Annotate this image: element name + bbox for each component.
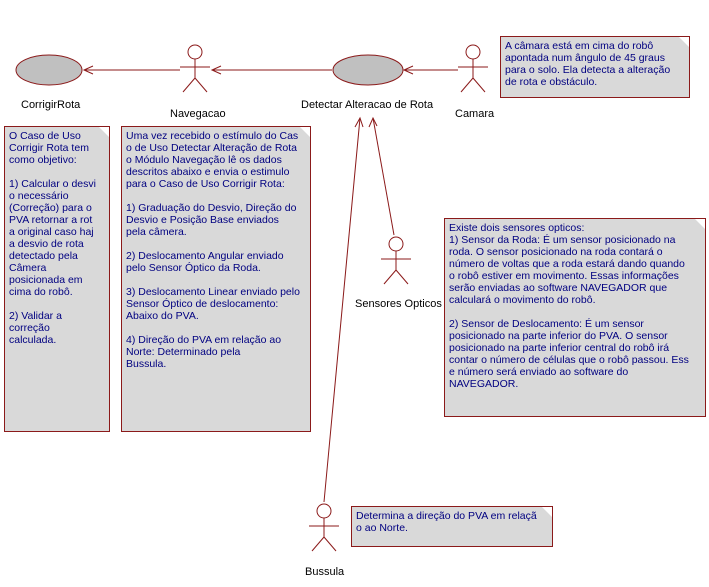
note-navegacao-text: Uma vez recebido o estímulo do Cas o de … bbox=[126, 130, 300, 370]
use-case-label-corrigir-rota: CorrigirRota bbox=[21, 99, 81, 111]
actor-sensores-opticos[interactable] bbox=[381, 236, 411, 285]
use-case-corrigir-rota[interactable] bbox=[15, 54, 83, 86]
note-corrigir-rota: O Caso de Uso Corrigir Rota tem como obj… bbox=[4, 126, 110, 432]
arrowhead-icon bbox=[368, 116, 378, 128]
note-sensores: Existe dois sensores opticos: 1) Sensor … bbox=[444, 218, 706, 417]
actor-label-sensores-opticos: Sensores Opticos bbox=[355, 298, 442, 310]
note-corrigir-rota-text: O Caso de Uso Corrigir Rota tem como obj… bbox=[9, 130, 96, 346]
note-sensores-text: Existe dois sensores opticos: 1) Sensor … bbox=[449, 222, 689, 390]
actor-navegacao[interactable] bbox=[180, 44, 210, 93]
note-camara-text: A câmara está em cima do robô apontada n… bbox=[505, 40, 671, 88]
arrowhead-icon bbox=[402, 65, 414, 75]
assoc-sensores-detectar bbox=[372, 117, 395, 236]
actor-camara[interactable] bbox=[458, 44, 488, 93]
actor-label-camara: Camara bbox=[455, 108, 495, 120]
arrowhead-icon bbox=[354, 116, 364, 128]
arrowhead-icon bbox=[210, 65, 222, 75]
use-case-label-detectar-alteracao: Detectar Alteracao de Rota bbox=[301, 99, 434, 111]
actor-label-navegacao: Navegacao bbox=[170, 108, 226, 120]
note-navegacao: Uma vez recebido o estímulo do Cas o de … bbox=[121, 126, 311, 432]
note-camara: A câmara está em cima do robô apontada n… bbox=[500, 36, 690, 98]
actor-bussula[interactable] bbox=[309, 503, 339, 552]
actor-label-bussula: Bussula bbox=[305, 566, 345, 578]
use-case-detectar-alteracao[interactable] bbox=[332, 54, 404, 86]
assoc-bussula-detectar bbox=[323, 117, 361, 503]
note-bussula-text: Determina a direção do PVA em relaçã o a… bbox=[356, 510, 537, 534]
arrowhead-icon bbox=[82, 65, 94, 75]
note-bussula: Determina a direção do PVA em relaçã o a… bbox=[351, 506, 553, 547]
